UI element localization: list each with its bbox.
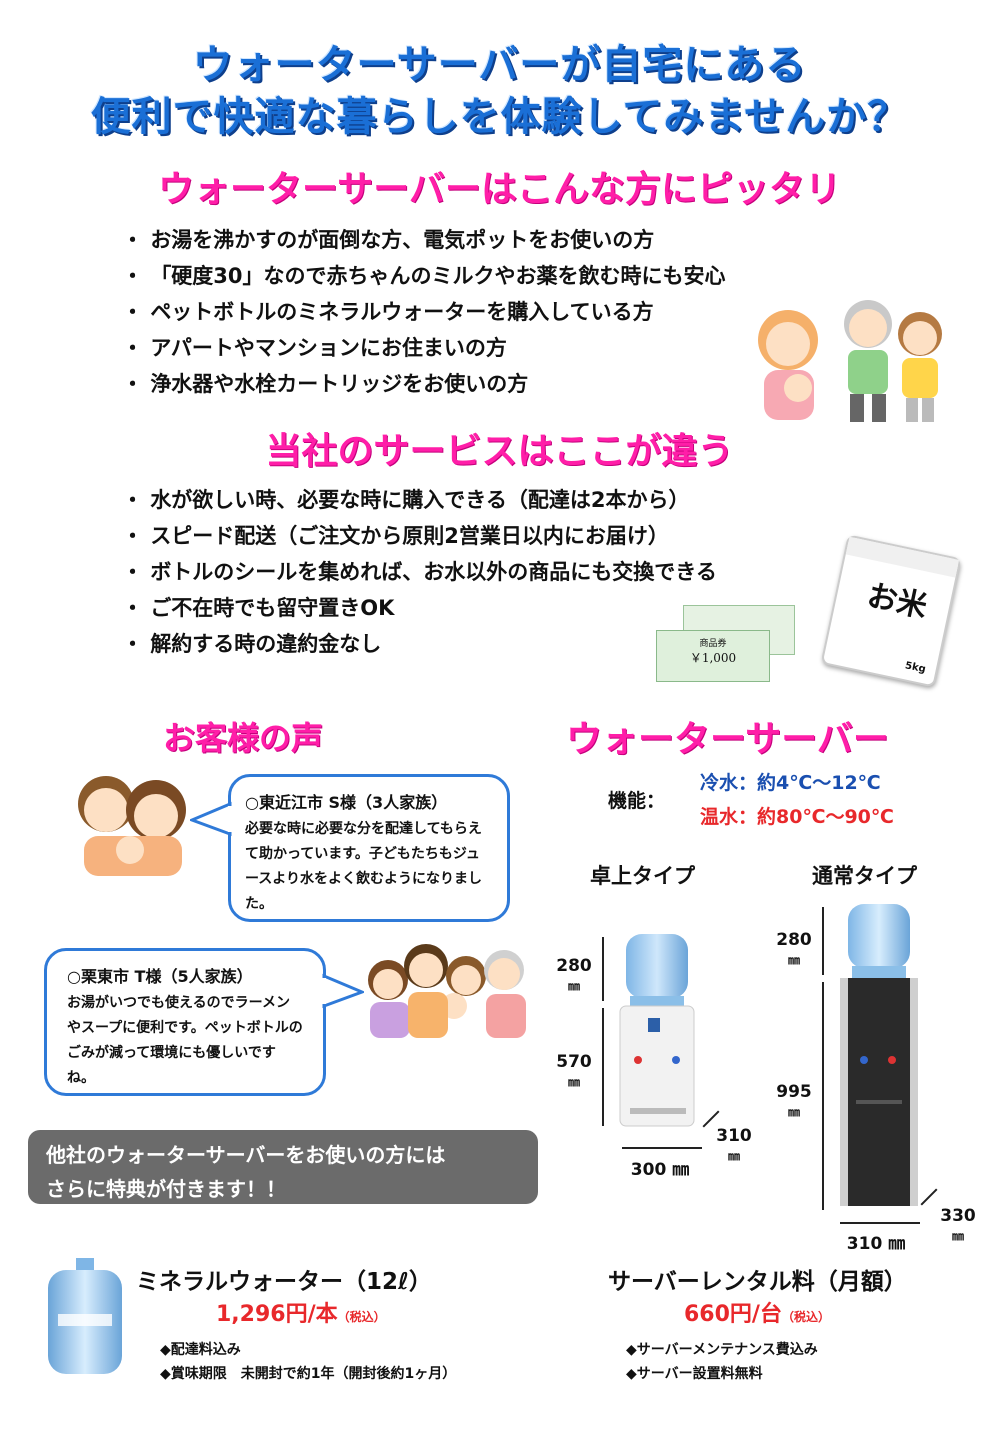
server-heading: ウォーターサーバー	[566, 719, 889, 760]
rice-weight: 5kg	[904, 660, 927, 676]
voice-bubble-2: ○栗東市 T様（5人家族） お湯がいつでも使えるのでラーメンやスープに便利です。…	[44, 948, 326, 1096]
list-item: ご不在時でも留守置きOK	[122, 590, 882, 626]
water-price: 1,296円/本（税込）	[216, 1302, 386, 1327]
rental-features: サーバーメンテナンス費込み サーバー設置料無料	[626, 1338, 818, 1386]
dim-line	[840, 1222, 920, 1224]
page-title-line2: 便利で快適な暮らしを体験してみませんか？	[90, 94, 909, 140]
list-item: ペットボトルのミネラルウォーターを購入している方	[122, 294, 882, 330]
section2-list: 水が欲しい時、必要な時に購入できる（配達は2本から） スピード配送（ご注文から原…	[122, 482, 882, 662]
list-item: サーバー設置料無料	[626, 1362, 818, 1386]
voice1-name: ○東近江市 S様（3人家族）	[245, 793, 448, 812]
voucher-front: 商品券 ￥1,000	[656, 630, 770, 682]
notice-line2: さらに特典が付きます！！	[46, 1177, 286, 1201]
section1-list: お湯を沸かすのが面倒な方、電気ポットをお使いの方 「硬度30」なので赤ちゃんのミ…	[122, 222, 882, 402]
list-item: アパートやマンションにお住まいの方	[122, 330, 882, 366]
tabletop-type-label: 卓上タイプ	[590, 864, 695, 888]
section2-heading: 当社のサービスはここが違う	[265, 431, 734, 472]
dim-line	[602, 937, 604, 1001]
dim-line	[622, 1147, 702, 1149]
dim-line	[822, 982, 824, 1210]
cold-water-spec: 冷水：約4℃〜12℃	[700, 772, 881, 794]
list-item: 配達料込み	[160, 1338, 456, 1362]
rental-product-title: サーバーレンタル料（月額）	[608, 1269, 907, 1295]
voices-heading: お客様の声	[163, 719, 324, 757]
section1-heading: ウォーターサーバーはこんな方にピッタリ	[158, 169, 841, 210]
family-of-three-illustration	[78, 776, 186, 876]
special-offer-notice: 他社のウォーターサーバーをお使いの方には さらに特典が付きます！！	[28, 1130, 538, 1204]
page-title-line1: ウォーターサーバーが自宅にある	[192, 42, 807, 88]
bubble-tail-1	[190, 801, 232, 837]
tabletop-server-image	[619, 934, 695, 1127]
list-item: お湯を沸かすのが面倒な方、電気ポットをお使いの方	[122, 222, 882, 258]
list-item: サーバーメンテナンス費込み	[626, 1338, 818, 1362]
list-item: 賞味期限 未開封で約1年（開封後約1ヶ月）	[160, 1362, 456, 1386]
dim-line	[822, 907, 824, 975]
water-bottle-image	[48, 1258, 122, 1374]
function-label: 機能：	[608, 790, 666, 812]
list-item: 浄水器や水栓カートリッジをお使いの方	[122, 366, 882, 402]
standard-type-label: 通常タイプ	[812, 864, 917, 888]
voucher-value: ￥1,000	[689, 651, 737, 665]
tabletop-width: 300 ㎜	[630, 1160, 690, 1180]
list-item: 水が欲しい時、必要な時に購入できる（配達は2本から）	[122, 482, 882, 518]
standard-server-image	[840, 904, 918, 1206]
water-features: 配達料込み 賞味期限 未開封で約1年（開封後約1ヶ月）	[160, 1338, 456, 1386]
voice2-text: お湯がいつでも使えるのでラーメンやスープに便利です。ペットボトルのごみが減って環…	[67, 995, 303, 1086]
list-item: 「硬度30」なので赤ちゃんのミルクやお薬を飲む時にも安心	[122, 258, 882, 294]
rental-price: 660円/台（税込）	[684, 1302, 830, 1327]
family-of-five-illustration	[368, 944, 526, 1038]
list-item: 解約する時の違約金なし	[122, 626, 882, 662]
voice1-text: 必要な時に必要な分を配達してもらえて助かっています。子どもたちもジュースより水を…	[245, 821, 483, 912]
standard-width: 310 ㎜	[846, 1234, 906, 1254]
rice-label: お米	[864, 578, 931, 625]
notice-line1: 他社のウォーターサーバーをお使いの方には	[46, 1143, 446, 1167]
dim-line	[602, 1008, 604, 1126]
voucher-label: 商品券	[699, 639, 727, 649]
family-illustration	[758, 300, 942, 422]
water-product-title: ミネラルウォーター（12ℓ）	[136, 1269, 432, 1295]
voice-bubble-1: ○東近江市 S様（3人家族） 必要な時に必要な分を配達してもらえて助かっています…	[228, 774, 510, 922]
bubble-tail-2	[322, 973, 364, 1009]
list-item: ボトルのシールを集めれば、お水以外の商品にも交換できる	[122, 554, 882, 590]
voice2-name: ○栗東市 T様（5人家族）	[67, 967, 253, 986]
hot-water-spec: 温水：約80℃〜90℃	[700, 806, 894, 828]
list-item: スピード配送（ご注文から原則2営業日以内にお届け）	[122, 518, 882, 554]
